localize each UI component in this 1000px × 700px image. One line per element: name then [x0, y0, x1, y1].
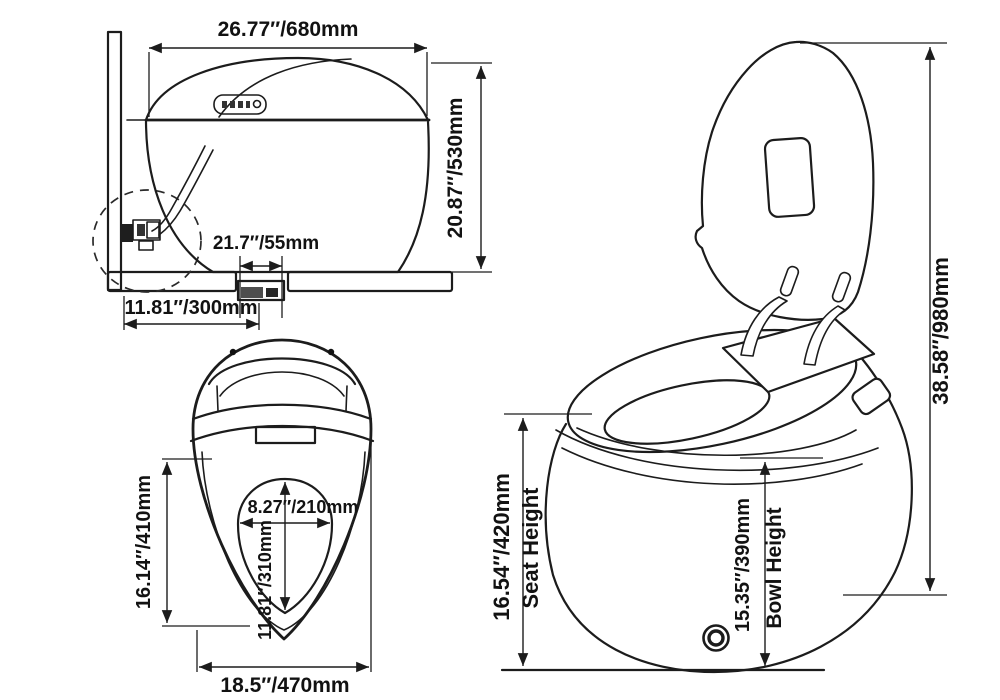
toilet-body-side: [120, 56, 431, 274]
wall: [106, 30, 123, 292]
floor-right-slab: [286, 270, 454, 293]
label-bowl-height: Bowl Height: [763, 507, 786, 628]
seat-band-top: [191, 403, 373, 421]
lid-dome: [144, 56, 430, 122]
hinge-pin-right: [327, 348, 335, 356]
bowl-opening: [236, 477, 334, 615]
lid-inner-arc: [218, 58, 352, 118]
control-slot: [254, 425, 317, 445]
hinge-pin-left: [229, 348, 237, 356]
water-hose: [151, 145, 214, 236]
label-seat-depth: 16.14″/410mm: [133, 475, 155, 609]
dim-seat-height: 16.54″/420mm Seat Height: [489, 413, 592, 666]
dim-open-lid-height: 38.58″/980mm: [800, 42, 953, 596]
label-bowl-width: 8.27″/210mm: [248, 497, 359, 517]
seat-opening: [603, 379, 771, 445]
lid-back-arc-outer: [207, 357, 357, 386]
outline-top: [191, 338, 373, 641]
body-lower: [144, 118, 430, 274]
label-bowl-height-value: 15.35″/390mm: [732, 498, 754, 632]
perspective-view: 16.54″/420mm Seat Height 15.35″/390mm Bo…: [489, 40, 953, 674]
label-side-overall-width: 26.77″/680mm: [218, 18, 359, 41]
body-rim-arc-2: [561, 447, 863, 485]
side-view: 26.77″/680mm 20.87″/530mm 21.7″/55mm 11.…: [92, 18, 492, 330]
dim-top-overall-width: 18.5″/470mm: [196, 432, 372, 697]
inner-shell: [201, 451, 366, 631]
seat-band-bottom: [189, 424, 375, 443]
dim-drain-width: 21.7″/55mm: [213, 233, 319, 318]
dim-bowl-depth: 11.81″/310mm: [255, 482, 291, 640]
hinge-plate: [721, 316, 876, 394]
supply-zone-dashed-circle: [92, 189, 202, 293]
shutoff-valve: [120, 219, 161, 251]
label-seat-height: Seat Height: [518, 487, 543, 609]
hinge-arms: [740, 265, 852, 366]
side-panel: [851, 377, 892, 416]
label-open-lid-height: 38.58″/980mm: [928, 257, 953, 405]
label-side-overall-height: 20.87″/530mm: [444, 98, 467, 239]
label-wall-to-drain: 11.81″/300mm: [124, 297, 257, 319]
dim-bowl-width: 8.27″/210mm: [240, 497, 359, 529]
dim-seat-depth: 16.14″/410mm: [133, 458, 250, 627]
dim-bowl-height: 15.35″/390mm Bowl Height: [732, 457, 823, 666]
seat-front-edge: [576, 427, 857, 457]
body-shell: [544, 332, 913, 674]
floor-left-slab: [106, 270, 238, 293]
label-seat-height-value: 16.54″/420mm: [489, 473, 514, 621]
label-drain-width: 21.7″/55mm: [213, 233, 319, 254]
label-bowl-depth: 11.81″/310mm: [255, 520, 275, 640]
lid-back-arc-inner: [219, 371, 345, 397]
drain-outlet: [236, 279, 286, 302]
dim-side-overall-width: 26.77″/680mm: [148, 18, 428, 117]
lid-window: [763, 136, 816, 218]
top-view: 8.27″/210mm 11.81″/310mm 16.14″/410mm 18…: [133, 338, 375, 697]
body-rim-arc-1: [555, 429, 879, 472]
dim-wall-to-drain: 11.81″/300mm: [123, 296, 260, 330]
label-top-overall-width: 18.5″/470mm: [220, 674, 349, 697]
dim-side-overall-height: 20.87″/530mm: [431, 62, 492, 273]
control-panel: [213, 94, 267, 115]
flush-button: [702, 624, 730, 652]
